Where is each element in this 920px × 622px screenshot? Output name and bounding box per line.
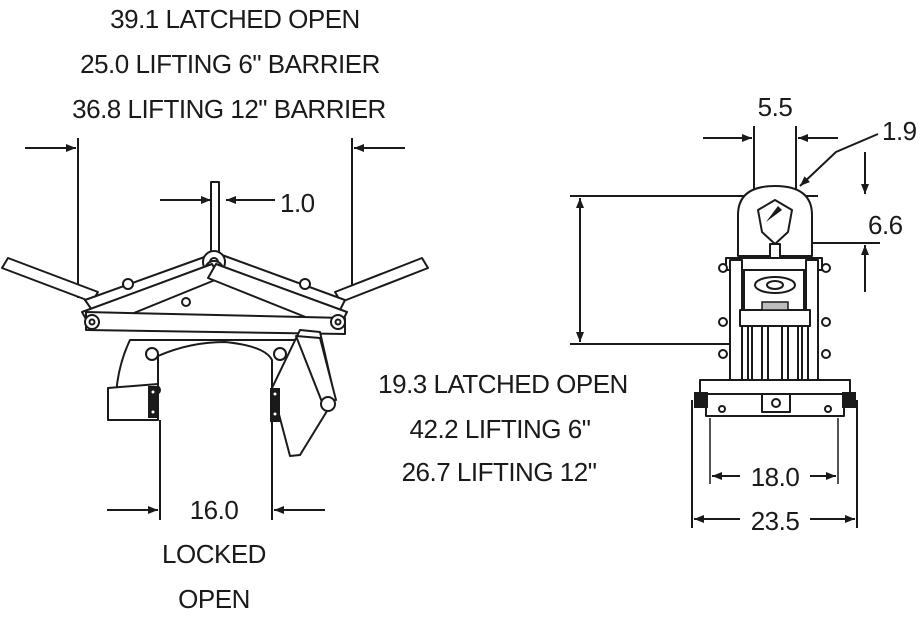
- outer-width-value: 23.5: [751, 506, 800, 536]
- jaw-state-line-1: LOCKED: [162, 539, 266, 569]
- overall-width-dimension: [25, 138, 405, 298]
- width-note-1: 39.1 LATCHED OPEN: [110, 4, 360, 34]
- front-view: 39.1 LATCHED OPEN 25.0 LIFTING 6" BARRIE…: [1, 4, 429, 614]
- jaw-opening-dimension: [107, 420, 325, 520]
- shackle-offset-value: 1.0: [280, 188, 315, 218]
- height-note-1: 19.3 LATCHED OPEN: [378, 369, 628, 399]
- right-jaw-pad: [270, 329, 337, 457]
- eye-hole-leader: [799, 133, 879, 187]
- height-note-2: 42.2 LIFTING 6": [410, 414, 591, 444]
- width-note-3: 36.8 LIFTING 12" BARRIER: [72, 94, 386, 124]
- side-base: [694, 379, 856, 417]
- eye-hole-value: 1.9: [882, 116, 917, 146]
- lifting-rod: [210, 181, 220, 263]
- eye-width-value: 5.5: [758, 92, 793, 122]
- side-view: 19.3 LATCHED OPEN 42.2 LIFTING 6" 26.7 L…: [378, 92, 917, 536]
- left-arm: [1, 254, 217, 311]
- side-frame: [718, 257, 831, 385]
- inner-width-value: 18.0: [751, 462, 800, 492]
- left-jaw-pad: [107, 383, 159, 421]
- lifting-eye: [737, 185, 813, 259]
- jaw-state-line-2: OPEN: [178, 584, 250, 614]
- height-note-3: 26.7 LIFTING 12": [402, 457, 597, 487]
- width-note-2: 25.0 LIFTING 6" BARRIER: [80, 49, 380, 79]
- eye-offset-value: 6.6: [868, 210, 903, 240]
- eye-width-dimension: [703, 126, 838, 196]
- jaw-opening-value: 16.0: [190, 495, 239, 525]
